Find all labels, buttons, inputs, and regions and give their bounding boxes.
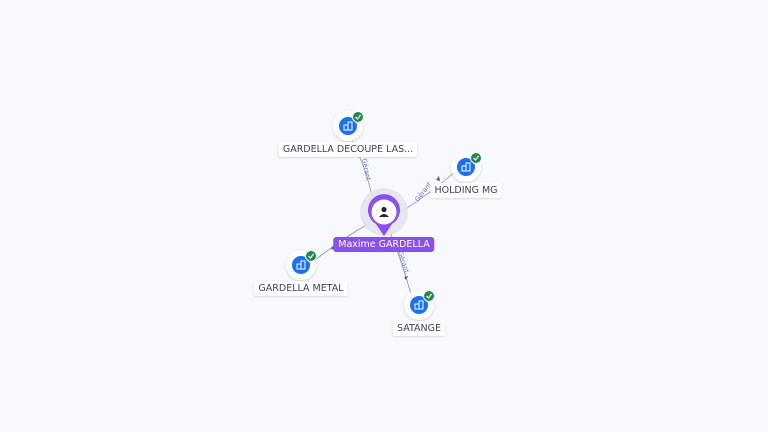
check-icon (470, 152, 482, 164)
person-node[interactable] (360, 188, 408, 236)
company-node-satange[interactable] (404, 290, 435, 320)
building-icon (461, 162, 471, 172)
check-icon (305, 250, 317, 262)
check-icon (352, 111, 364, 123)
person-icon (379, 206, 389, 217)
building-icon (296, 260, 306, 270)
company-node-gardella-metal[interactable] (286, 250, 317, 280)
building-icon (414, 300, 424, 310)
edge-arrow (404, 276, 408, 280)
company-label-holding-mg[interactable]: HOLDING MG (430, 183, 502, 198)
company-node-holding-mg[interactable] (451, 152, 482, 182)
person-name-label[interactable]: Maxime GARDELLA (333, 237, 435, 252)
company-label-satange[interactable]: SATANGE (392, 321, 446, 336)
building-icon (343, 121, 353, 131)
edge-label-gardella-decoupe: Gérant (360, 158, 373, 182)
company-label-gardella-decoupe[interactable]: GARDELLA DECOUPE LAS... (278, 142, 418, 157)
company-label-gardella-metal[interactable]: GARDELLA METAL (254, 281, 348, 296)
edge-arrow (436, 176, 440, 181)
check-icon (423, 290, 435, 302)
edge-label-satange: Gérant (396, 250, 411, 274)
company-node-gardella-decoupe[interactable] (333, 111, 364, 141)
